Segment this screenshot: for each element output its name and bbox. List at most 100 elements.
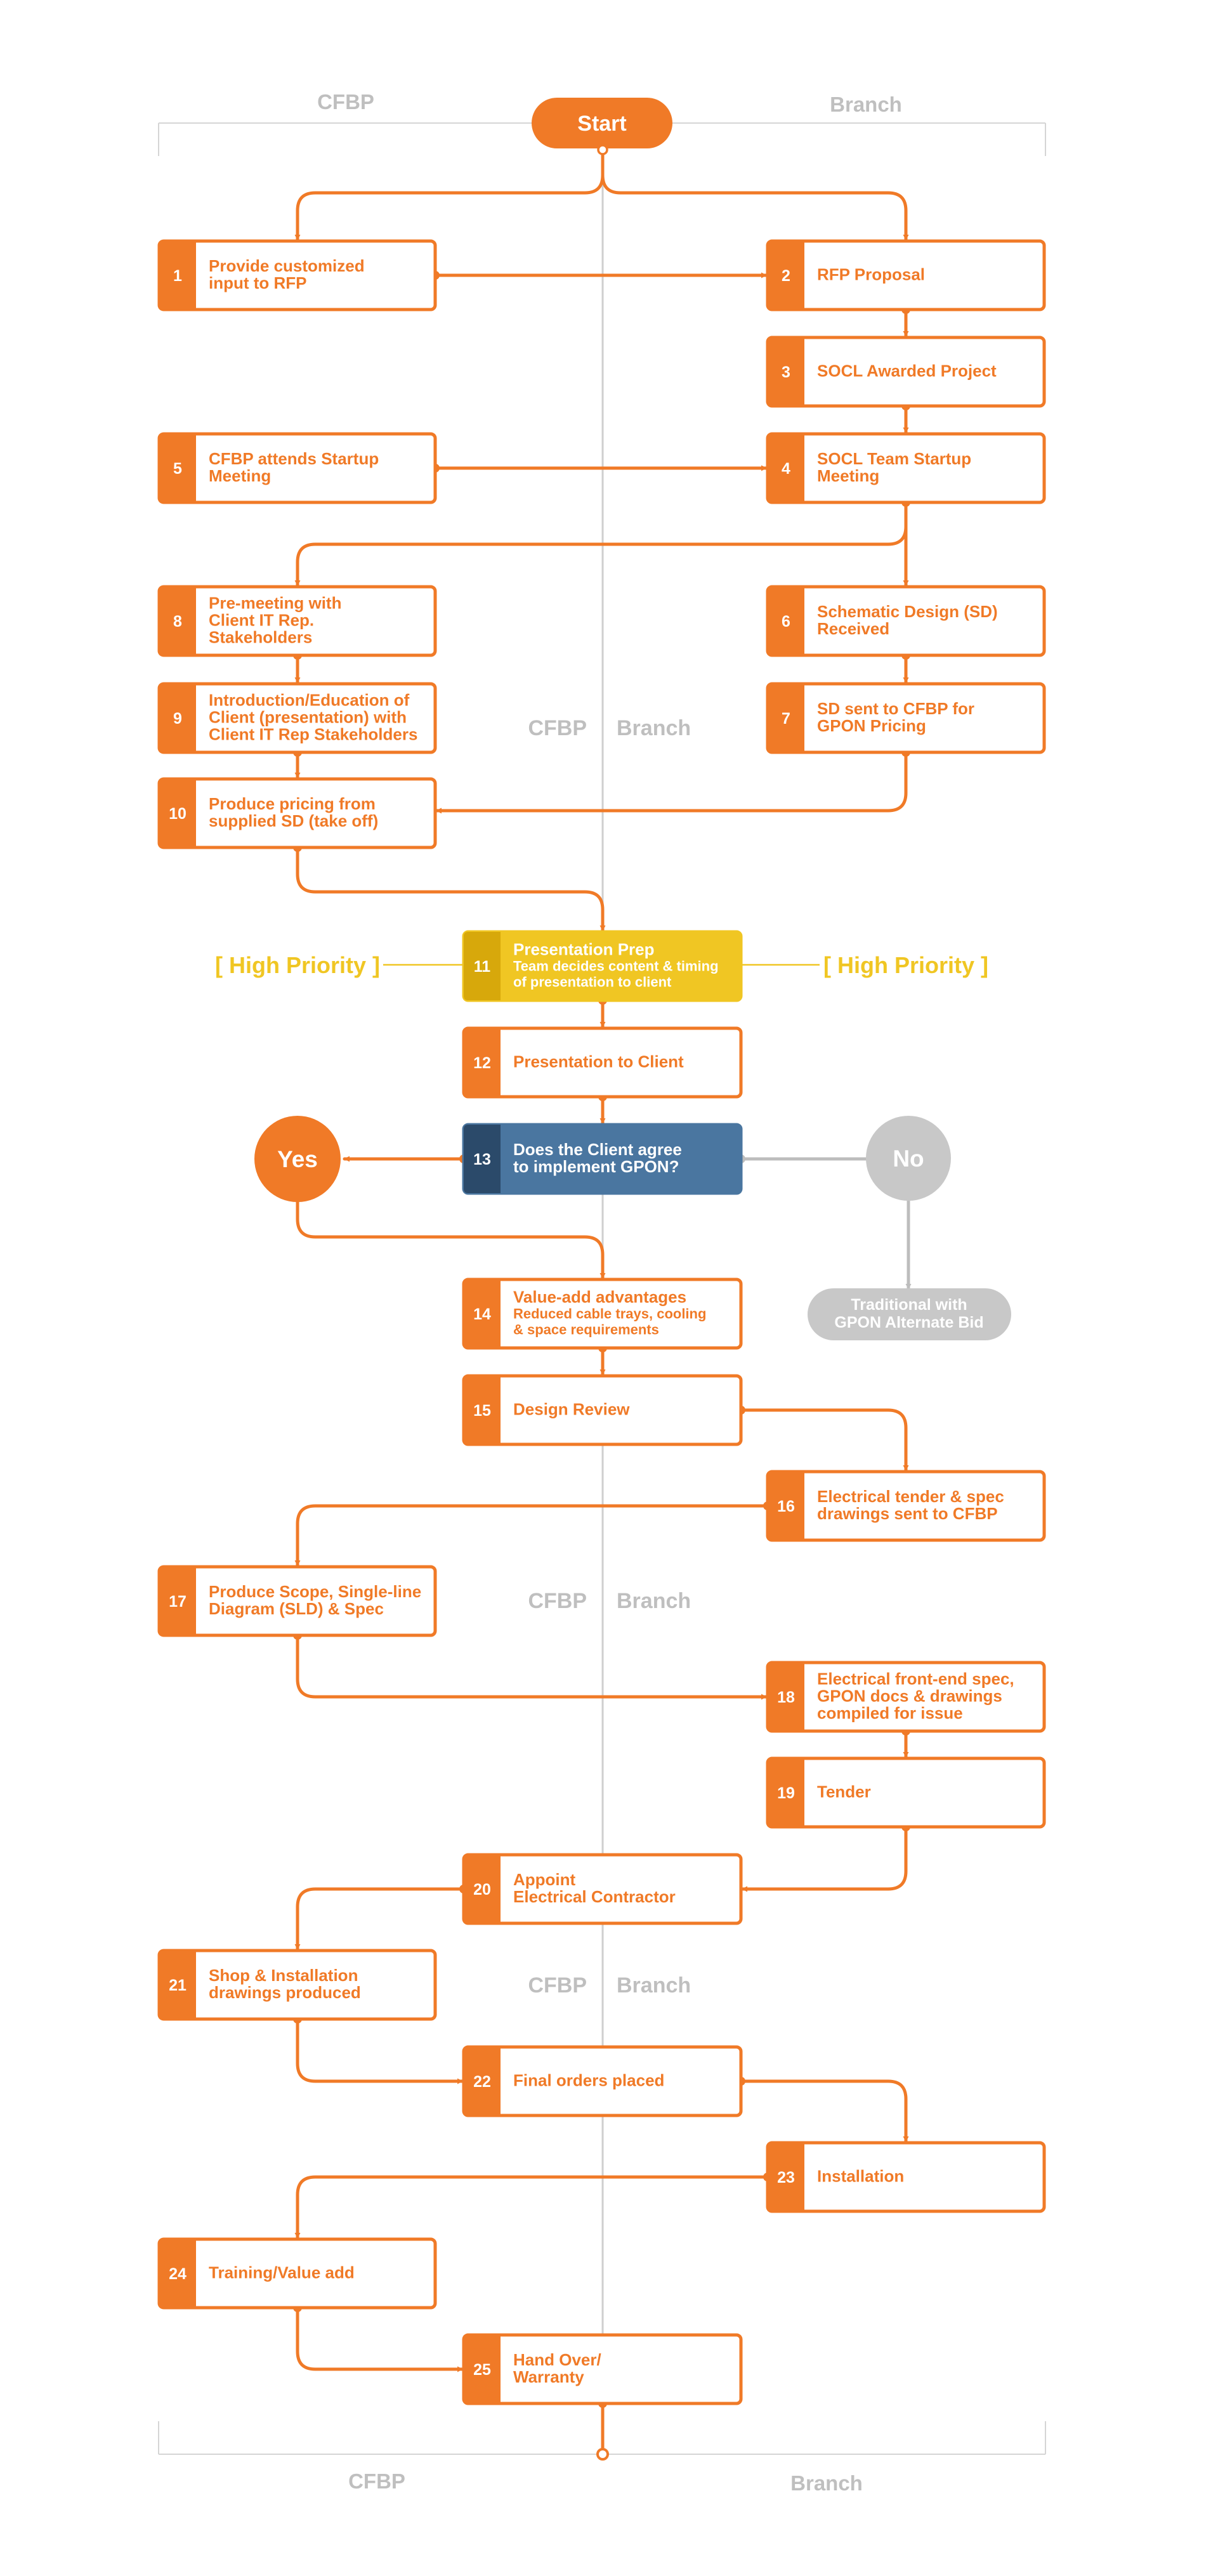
step-number-tab <box>159 587 196 655</box>
connector <box>294 500 908 587</box>
step-label-line: Electrical tender & spec <box>817 1487 1004 1506</box>
step-number: 14 <box>473 1305 491 1323</box>
start-node: Start <box>532 98 672 155</box>
step-label-line: Received <box>817 619 889 638</box>
step-label-line: Hand Over/ <box>513 2350 601 2369</box>
step-label-line: Stakeholders <box>209 628 312 647</box>
step-number-tab <box>464 1028 501 1097</box>
step-box-frame <box>766 2141 1046 2213</box>
step-number-tab <box>768 1472 804 1540</box>
step-number-tab <box>768 337 804 406</box>
step-label-line: Presentation to Client <box>513 1052 684 1071</box>
step-label-line: CFBP attends Startup <box>209 449 379 468</box>
connector <box>294 2175 769 2240</box>
start-label: Start <box>577 112 626 136</box>
step-box-frame <box>157 432 437 504</box>
step-number: 2 <box>782 267 790 285</box>
connector <box>739 2079 909 2143</box>
step-label-line: Client (presentation) with <box>209 708 407 727</box>
step-label-line: Tender <box>817 1782 871 1801</box>
lane-label-branch-mid3: Branch <box>617 1973 691 1997</box>
step-number-tab <box>768 684 804 752</box>
step-number: 6 <box>782 613 790 631</box>
lane-label-branch-mid1: Branch <box>617 716 691 740</box>
step-number: 11 <box>474 958 491 976</box>
step-number: 12 <box>473 1054 491 1072</box>
step-label-line: Shop & Installation <box>209 1966 358 1985</box>
step-number: 16 <box>777 1498 795 1515</box>
step-number-tab <box>159 434 196 502</box>
connector <box>296 1633 768 1700</box>
lane-label-cfbp-mid3: CFBP <box>528 1973 587 1997</box>
step-label-line: Electrical front-end spec, <box>817 1670 1014 1689</box>
yes-label: Yes <box>277 1146 318 1172</box>
step-number: 21 <box>169 1977 187 1994</box>
step-label-line: Provide customized <box>209 256 365 275</box>
step-number: 10 <box>169 805 187 823</box>
connector <box>296 2306 464 2372</box>
step-sub-line: Team decides content & timing <box>513 958 719 974</box>
step-label-line: Presentation Prep <box>513 940 655 959</box>
step-number: 8 <box>173 613 182 631</box>
connector <box>739 1408 909 1472</box>
connector <box>296 846 606 932</box>
no-node: No <box>866 1116 951 1201</box>
high-priority-label-right: [ High Priority ] <box>823 952 988 978</box>
step-number-tab <box>464 1855 501 1923</box>
step-number: 17 <box>169 1593 187 1611</box>
step-number-tab <box>159 1567 196 1635</box>
step-number: 3 <box>782 363 790 381</box>
step-label-line: GPON docs & drawings <box>817 1687 1002 1706</box>
step-12-box: 12 Presentation to Client <box>462 1026 743 1099</box>
step-number-tab <box>768 241 804 310</box>
step-number-tab <box>768 434 804 502</box>
step-number-tab <box>159 1951 196 2019</box>
step-label-line: supplied SD (take off) <box>209 811 378 830</box>
lane-label-cfbp-mid2: CFBP <box>528 1589 587 1613</box>
step-number: 15 <box>473 1402 491 1420</box>
step-label-line: Introduction/Education of <box>209 691 410 710</box>
step-box-frame <box>766 432 1046 504</box>
connector <box>740 1825 908 1892</box>
step-number: 9 <box>173 710 182 728</box>
step-label-line: Appoint <box>513 1870 576 1889</box>
connector <box>435 750 908 814</box>
step-number-tab <box>159 2239 196 2308</box>
step-label-line: Does the Client agree <box>513 1140 682 1159</box>
step-number: 19 <box>777 1784 795 1802</box>
step-label-line: Diagram (SLD) & Spec <box>209 1599 384 1618</box>
lane-label-cfbp-mid1: CFBP <box>528 716 587 740</box>
alternate-line: Traditional with <box>851 1296 967 1314</box>
step-label-line: to implement GPON? <box>513 1157 679 1176</box>
step-number-tab <box>768 1663 804 1731</box>
step-number-tab <box>464 1279 501 1348</box>
connectors <box>293 149 912 2461</box>
step-label-line: input to RFP <box>209 273 307 292</box>
lane-label-cfbp-top: CFBP <box>317 90 374 114</box>
no-label: No <box>893 1146 924 1172</box>
step-number-tab <box>464 1376 501 1444</box>
step-label-line: Final orders placed <box>513 2071 664 2090</box>
step-number: 7 <box>782 710 790 728</box>
step-number: 24 <box>169 2265 187 2283</box>
step-label-line: Meeting <box>209 466 271 485</box>
lane-label-branch-bottom: Branch <box>790 2471 863 2495</box>
high-priority-markers: [ High Priority ] [ High Priority ] <box>215 952 988 978</box>
step-label-line: compiled for issue <box>817 1704 963 1723</box>
step-sub-line: of presentation to client <box>513 974 672 990</box>
